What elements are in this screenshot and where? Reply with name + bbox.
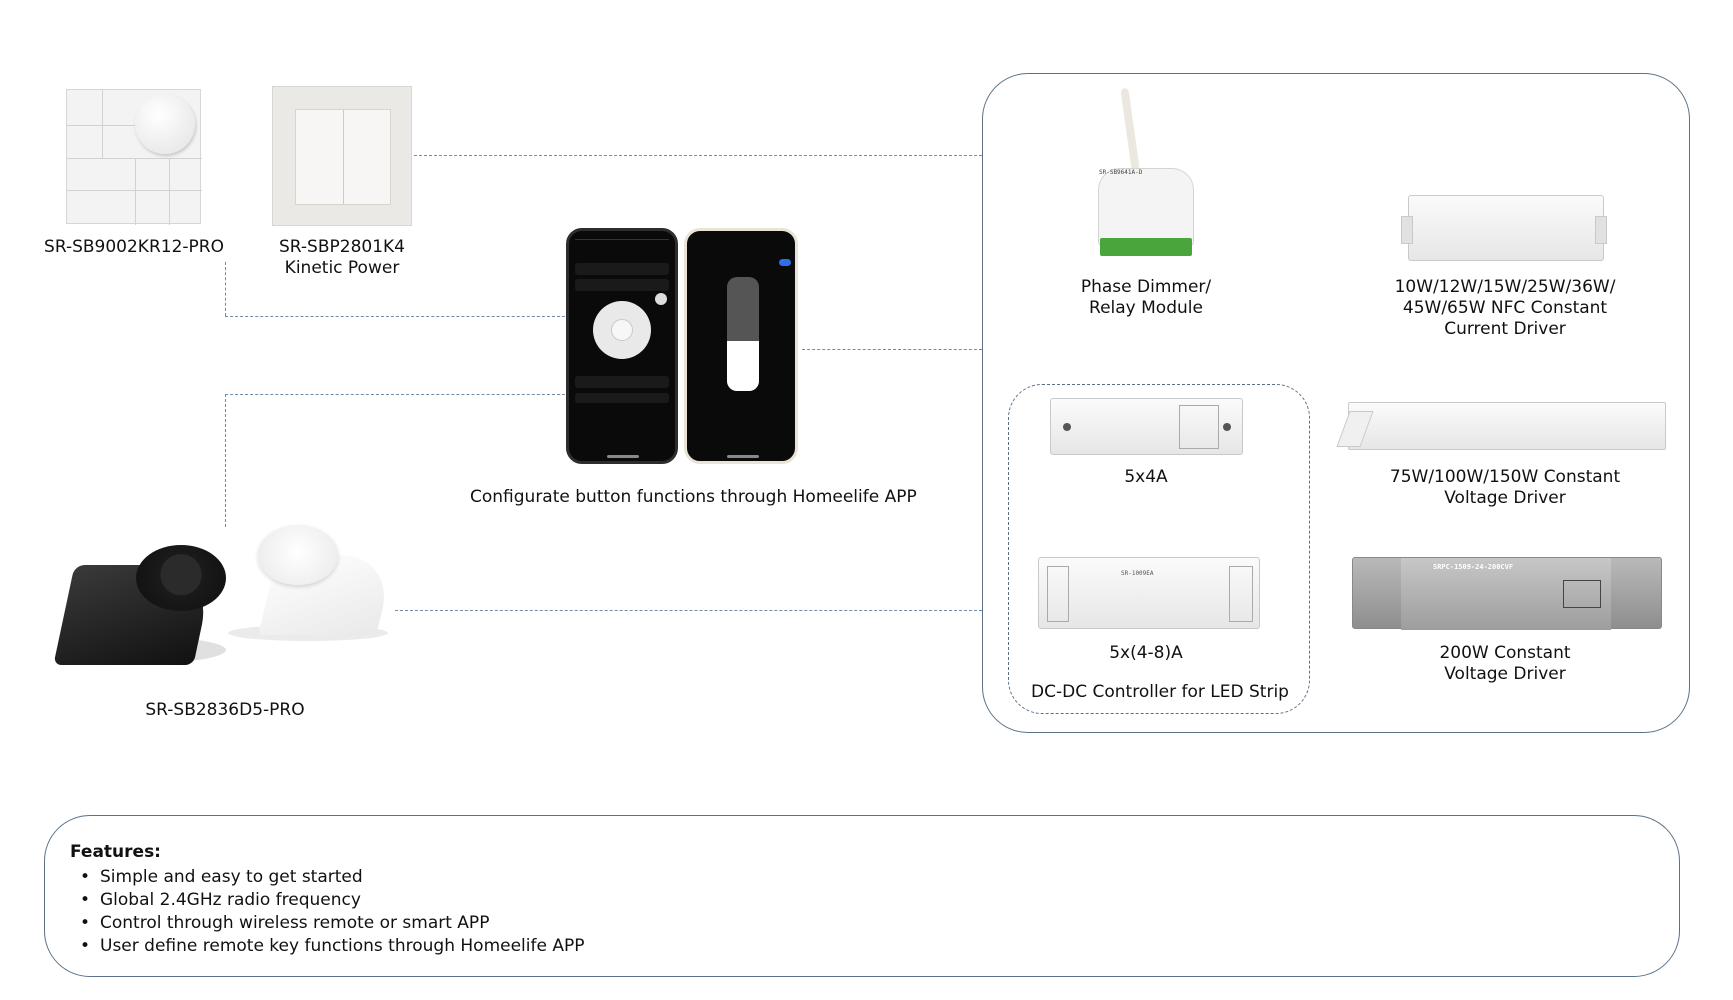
connector-sbp2801-to-receivers <box>414 155 982 156</box>
sbp2801-switch-image <box>272 86 412 226</box>
app-phone-slider-screen <box>684 228 798 464</box>
cv-driver-200-print: SRPC-1509-24-200CVF <box>1433 563 1514 571</box>
sb2836-remote-label: SR-SB2836D5-PRO <box>145 700 305 720</box>
ctrl-5x48a-label: 5x(4-8)A <box>1109 643 1183 663</box>
app-caption: Configurate button functions through Hom… <box>470 487 917 507</box>
phase-dimmer-label-1: Phase Dimmer/ <box>1080 277 1212 297</box>
cv-driver-200-label-2: Voltage Driver <box>1444 664 1566 684</box>
feature-item: Simple and easy to get started <box>80 866 363 888</box>
ctrl-5x48a-image: SR-1009EA <box>1038 557 1260 629</box>
connector-app-to-receivers <box>802 349 982 350</box>
phase-dimmer-print: SR-SB9641A-D <box>1099 169 1143 176</box>
phase-dimmer-image: SR-SB9641A-D <box>1098 87 1194 258</box>
sbp2801-switch-label-1: SR-SBP2801K4 <box>279 237 405 257</box>
cv-driver-150-label-1: 75W/100W/150W Constant <box>1389 467 1621 487</box>
cv-driver-150-label-2: Voltage Driver <box>1444 488 1566 508</box>
nfc-driver-label-2: 45W/65W NFC Constant <box>1402 298 1608 318</box>
features-box <box>44 815 1680 977</box>
cv-driver-200-label-1: 200W Constant <box>1439 643 1571 663</box>
connector-sb2836-vertical <box>225 394 226 527</box>
nfc-driver-image <box>1401 195 1607 261</box>
nfc-driver-label-3: Current Driver <box>1444 319 1566 339</box>
features-title: Features: <box>70 842 161 862</box>
connector-sb2836-to-receivers <box>395 610 982 611</box>
cv-driver-200-image: SRPC-1509-24-200CVF <box>1352 557 1662 630</box>
connector-sb2836-to-app <box>225 394 565 395</box>
dcdc-controller-group <box>1008 384 1310 714</box>
feature-item: Control through wireless remote or smart… <box>80 912 489 934</box>
cv-driver-150-image <box>1336 402 1666 450</box>
ctrl-5x4a-image <box>1050 398 1243 455</box>
sb9002-remote-image <box>66 89 202 225</box>
feature-item: Global 2.4GHz radio frequency <box>80 889 361 911</box>
connector-sb9002-vertical <box>225 262 226 316</box>
receivers-frame <box>982 73 1690 733</box>
nfc-driver-label-1: 10W/12W/15W/25W/36W/ <box>1394 277 1616 297</box>
dcdc-group-label: DC-DC Controller for LED Strip <box>1031 682 1289 702</box>
feature-item: User define remote key functions through… <box>80 935 584 957</box>
sb9002-remote-label: SR-SB9002KR12-PRO <box>44 237 224 257</box>
sb2836-remote-black-image <box>53 545 226 677</box>
app-phone-remote-screen <box>566 228 678 464</box>
phase-dimmer-label-2: Relay Module <box>1089 298 1203 318</box>
sbp2801-switch-label-2: Kinetic Power <box>284 258 400 278</box>
connector-sb9002-to-app <box>225 316 565 317</box>
sb2836-remote-white-image <box>228 525 398 645</box>
ctrl-5x48a-print: SR-1009EA <box>1121 570 1154 577</box>
ctrl-5x4a-label: 5x4A <box>1124 467 1168 487</box>
